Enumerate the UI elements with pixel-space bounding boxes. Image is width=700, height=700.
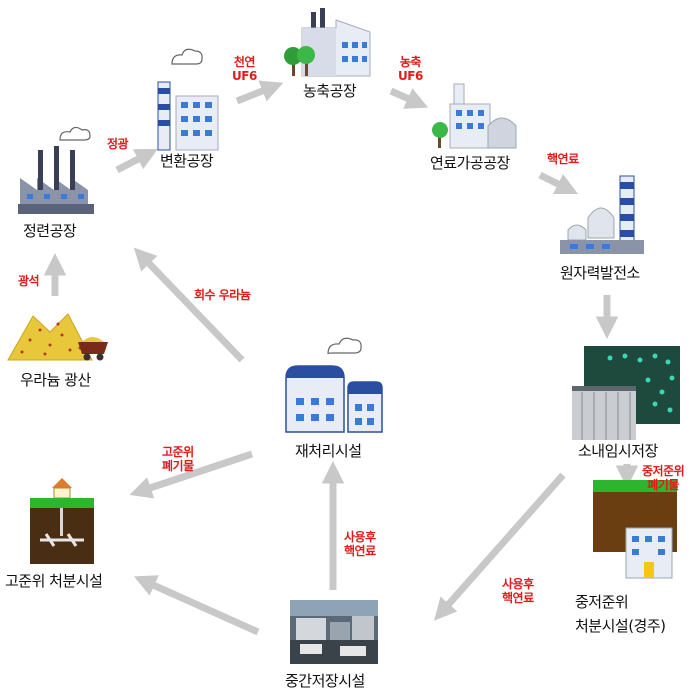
label-fuel-fabrication: 연료가공공장 bbox=[430, 154, 510, 172]
onsite-storage-icon bbox=[572, 346, 680, 440]
high-level-disposal-icon bbox=[30, 478, 94, 564]
flow-label-refining: 정광 bbox=[107, 137, 129, 151]
flow-label-high-level-waste: 고준위 폐기물 bbox=[162, 445, 194, 473]
label-uranium-mine: 우라늄 광산 bbox=[20, 371, 91, 389]
arrow-reprocessing-to-highlevel bbox=[129, 450, 254, 499]
flow-label-spent-fuel-reprocessing: 사용후 핵연료 bbox=[344, 530, 376, 558]
conversion-plant-icon bbox=[157, 48, 219, 151]
arrow-interim-to-highlevel bbox=[133, 575, 260, 636]
label-reprocessing: 재처리시설 bbox=[295, 442, 362, 460]
uranium-mine-icon bbox=[7, 313, 108, 361]
interim-storage-photo bbox=[290, 600, 378, 664]
flow-label-ore: 광석 bbox=[18, 274, 40, 288]
arrow-refinery-to-conversion bbox=[115, 148, 158, 174]
flow-label-mid-low-waste: 중저준위 폐기물 bbox=[642, 464, 685, 492]
arrow-enrichment-to-fabrication bbox=[389, 87, 429, 109]
flow-label-spent-fuel-interim: 사용후 핵연료 bbox=[502, 577, 534, 605]
arrow-fabrication-to-powerplant bbox=[538, 171, 579, 195]
flow-label-fuel: 핵연료 bbox=[547, 152, 579, 166]
label-mid-low-disposal: 중저준위 처분시설(경주) bbox=[575, 593, 666, 635]
label-enrichment-plant: 농축공장 bbox=[303, 82, 357, 100]
refinery-icon bbox=[18, 126, 94, 214]
arrow-conversion-to-enrichment bbox=[235, 80, 284, 105]
label-high-level-disposal: 고준위 처분시설 bbox=[5, 572, 103, 590]
label-onsite-storage: 소내임시저장 bbox=[578, 442, 658, 460]
label-interim-storage: 중간저장시설 bbox=[285, 672, 365, 690]
label-power-plant: 원자력발전소 bbox=[560, 264, 640, 282]
reprocessing-facility-icon bbox=[285, 337, 383, 433]
arrow-reprocessing-to-refinery bbox=[133, 247, 245, 363]
label-conversion-plant: 변환공장 bbox=[160, 152, 214, 170]
label-refinery: 정련공장 bbox=[23, 222, 77, 240]
flow-label-recovered-uranium: 회수 우라늄 bbox=[194, 288, 251, 302]
fuel-fabrication-plant-icon bbox=[432, 83, 517, 149]
enrichment-plant-icon bbox=[284, 8, 371, 77]
flow-label-natural-uf6: 천연 UF6 bbox=[232, 55, 257, 83]
mid-low-disposal-icon bbox=[593, 480, 677, 579]
flow-label-enriched-uf6: 농축 UF6 bbox=[398, 55, 423, 83]
flow-arrows bbox=[43, 80, 639, 636]
power-plant-icon bbox=[560, 175, 644, 254]
arrow-storage-to-interim bbox=[434, 472, 566, 621]
